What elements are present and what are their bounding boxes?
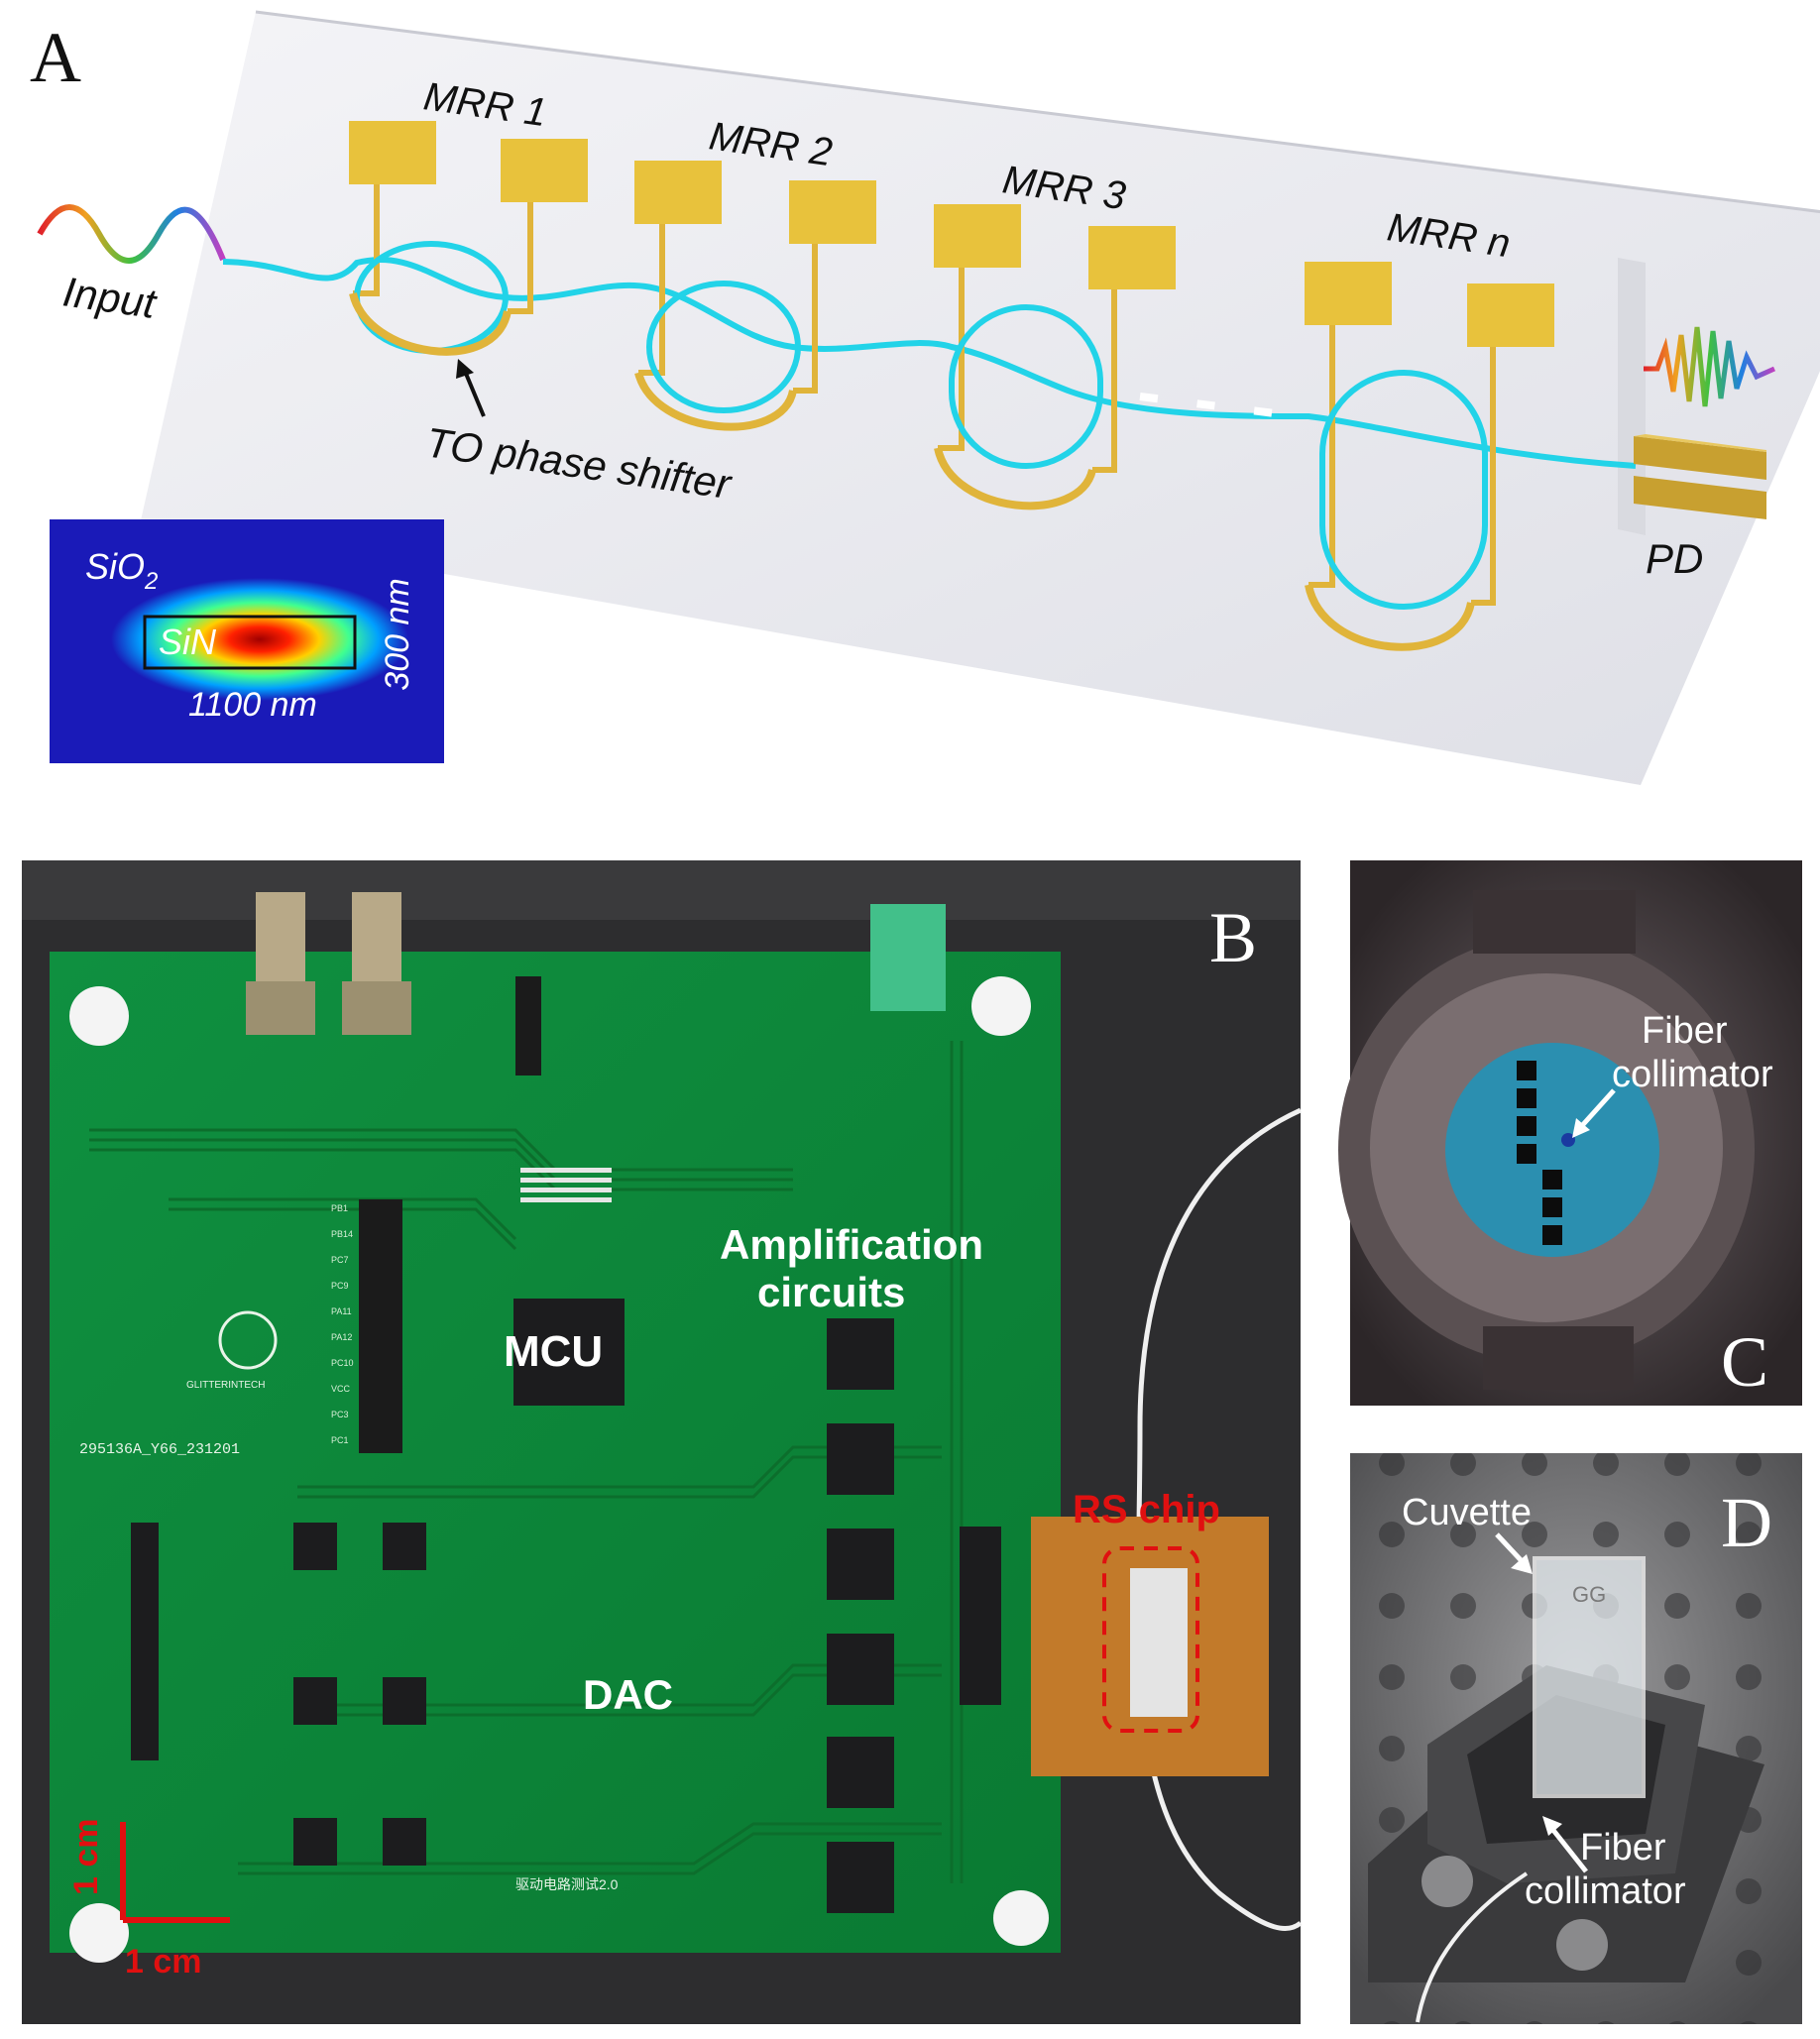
panel-b-letter: B <box>1209 898 1257 977</box>
mrr-1-pad-right <box>501 139 588 202</box>
mount-hole-br <box>993 1890 1049 1946</box>
mount-hole-tr <box>971 976 1031 1036</box>
photodetector <box>1634 434 1766 519</box>
panel-d-letter: D <box>1721 1483 1772 1562</box>
svg-text:PA11: PA11 <box>331 1306 352 1316</box>
output-wave <box>1644 326 1776 407</box>
mrr-2-ring <box>646 281 801 413</box>
rs-chip-die <box>1130 1568 1188 1717</box>
pd-label: PD <box>1646 535 1703 582</box>
mode-profile-inset: SiO2 SiN 1100 nm 300 nm <box>50 519 444 763</box>
panel-b: PB1 PB14 PC7 PC9 PA11 PA12 PC10 VCC PC3 … <box>22 860 1303 2024</box>
input-label: Input <box>60 268 161 327</box>
scale-horizontal-label: 1 cm <box>125 1943 202 1981</box>
panel-d-collimator-line1: Fiber <box>1580 1827 1666 1869</box>
cuvette-arrow <box>1495 1532 1527 1566</box>
bus-waveguide <box>222 257 1637 469</box>
svg-text:PA12: PA12 <box>331 1332 352 1342</box>
panel-a: SiO2 SiN 1100 nm 300 nm A Input MRR 1 MR… <box>30 10 1820 785</box>
svg-text:VCC: VCC <box>331 1384 351 1394</box>
mcu-label: MCU <box>504 1327 603 1376</box>
amplification-label-line2: circuits <box>757 1269 905 1315</box>
edge-connector <box>131 1523 159 1760</box>
width-label: 1100 nm <box>188 686 317 724</box>
board-id-silkscreen: 295136A_Y66_231201 <box>79 1441 240 1458</box>
amplification-label-line1: Amplification <box>720 1221 983 1268</box>
swd-header <box>515 976 541 1076</box>
mrr-n <box>1305 262 1554 651</box>
scale-vertical-label: 1 cm <box>67 1819 105 1896</box>
panel-c-label-line1: Fiber <box>1642 1010 1728 1052</box>
terminal-block <box>870 904 946 1011</box>
scale-bar: 1 cm 1 cm <box>67 1819 230 1981</box>
panel-d: GG Cuvette Fiber collimator D <box>1350 1453 1802 2024</box>
logo-silkscreen: GLITTERINTECH <box>186 1380 265 1391</box>
footer-silkscreen: 驱动电路测试2.0 <box>515 1876 619 1892</box>
height-label: 300 nm <box>379 578 416 690</box>
fiber-d <box>1416 1871 1529 2023</box>
phase-shifter-arrow <box>462 368 486 417</box>
svg-text:PC3: PC3 <box>331 1410 349 1419</box>
mrr-3 <box>934 204 1176 510</box>
panel-c: Fiber collimator C <box>1338 860 1802 1406</box>
panel-a-letter: A <box>30 18 81 97</box>
amplifier-ic-column <box>827 1318 894 1913</box>
panel-c-letter: C <box>1721 1322 1768 1402</box>
dac-label: DAC <box>583 1671 673 1718</box>
collimator-dot <box>1561 1133 1575 1147</box>
sin-label: SiN <box>159 622 217 662</box>
svg-text:PC10: PC10 <box>331 1358 354 1368</box>
collimator-arrow-c <box>1576 1088 1616 1132</box>
collimator-arrow-d <box>1546 1822 1588 1873</box>
svg-text:PC9: PC9 <box>331 1281 349 1291</box>
mrr-3-ring <box>949 304 1103 469</box>
mount-hole-bl <box>69 1903 129 1963</box>
dac-chip-grid <box>293 1523 426 1866</box>
svg-text:PB1: PB1 <box>331 1203 348 1213</box>
svg-text:PB14: PB14 <box>331 1229 353 1239</box>
cuvette <box>1533 1556 1646 1798</box>
fpc-connector <box>960 1527 1001 1705</box>
svg-text:PC1: PC1 <box>331 1435 349 1445</box>
mrr-n-ring <box>1319 370 1488 610</box>
rs-chip-highlight <box>1102 1546 1199 1733</box>
mrr-1 <box>349 121 588 356</box>
company-logo <box>218 1310 278 1370</box>
svg-text:PC7: PC7 <box>331 1255 349 1265</box>
mcu-chip <box>513 1299 625 1406</box>
sin-core-outline <box>143 615 357 670</box>
input-wave <box>37 204 226 264</box>
cuvette-label: Cuvette <box>1402 1492 1532 1533</box>
cuvette-marking: GG <box>1572 1582 1606 1607</box>
mrr-2 <box>634 161 876 431</box>
chip-pads <box>1517 1061 1562 1245</box>
mount-hole-tl <box>69 986 129 1046</box>
panel-c-label-line2: collimator <box>1612 1054 1773 1095</box>
mrr-1-pad-left <box>349 121 436 184</box>
panel-d-collimator-line2: collimator <box>1525 1870 1686 1912</box>
chip-slab <box>141 12 1820 785</box>
gpio-header <box>359 1199 402 1453</box>
sio2-label: SiO2 <box>85 546 158 595</box>
rs-chip-label: RS chip <box>1073 1488 1220 1531</box>
sma-connectors <box>246 892 411 1035</box>
